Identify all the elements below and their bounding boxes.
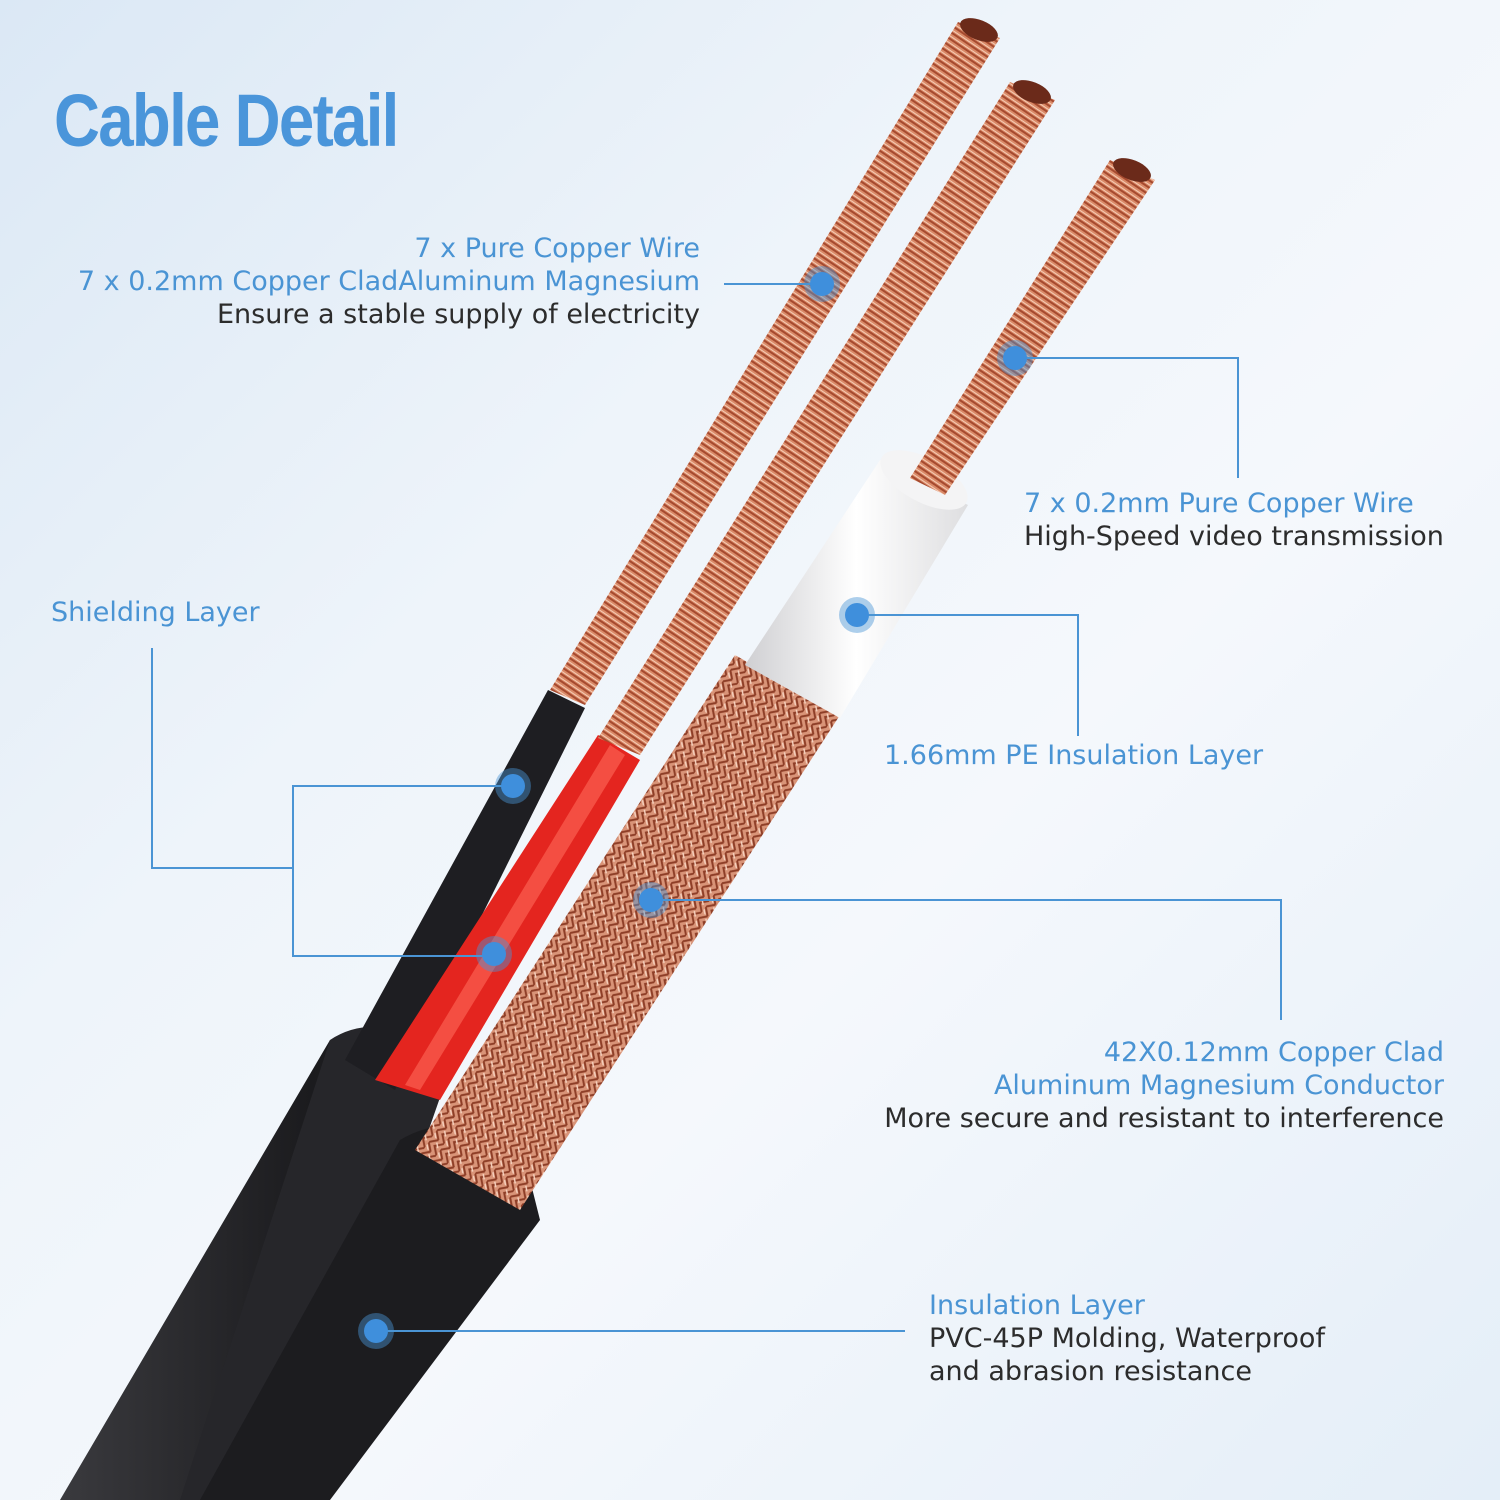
callout-description: PVC-45P Molding, Waterproof (929, 1323, 1325, 1354)
callout-description: Ensure a stable supply of electricity (216, 299, 700, 330)
callout-power-conductor: 7 x Pure Copper Wire 7 x 0.2mm Copper Cl… (78, 232, 700, 331)
callout-dots (358, 266, 1033, 1349)
callout-description: More secure and resistant to interferenc… (884, 1103, 1444, 1134)
callout-video-conductor: 7 x 0.2mm Pure Copper Wire High-Speed vi… (1024, 487, 1444, 553)
callout-heading: 7 x 0.2mm Copper CladAluminum Magnesium (77, 266, 700, 297)
callout-description: and abrasion resistance (929, 1356, 1252, 1387)
callout-heading: Shielding Layer (51, 597, 260, 628)
callout-heading: 7 x Pure Copper Wire (414, 233, 700, 264)
callout-heading: 7 x 0.2mm Pure Copper Wire (1024, 488, 1414, 519)
callout-heading: 1.66mm PE Insulation Layer (884, 740, 1264, 771)
callout-outer-insulation: Insulation Layer PVC-45P Molding, Waterp… (929, 1289, 1325, 1388)
callout-braid-conductor: 42X0.12mm Copper Clad Aluminum Magnesium… (884, 1036, 1444, 1135)
callout-heading: Aluminum Magnesium Conductor (993, 1070, 1444, 1101)
callout-heading: Insulation Layer (929, 1290, 1145, 1321)
callout-heading: 42X0.12mm Copper Clad (1103, 1037, 1444, 1068)
callout-pe-insulation: 1.66mm PE Insulation Layer (884, 739, 1263, 772)
callout-shielding: Shielding Layer (51, 596, 260, 629)
page-title: Cable Detail (54, 79, 399, 162)
callout-description: High-Speed video transmission (1024, 521, 1444, 552)
